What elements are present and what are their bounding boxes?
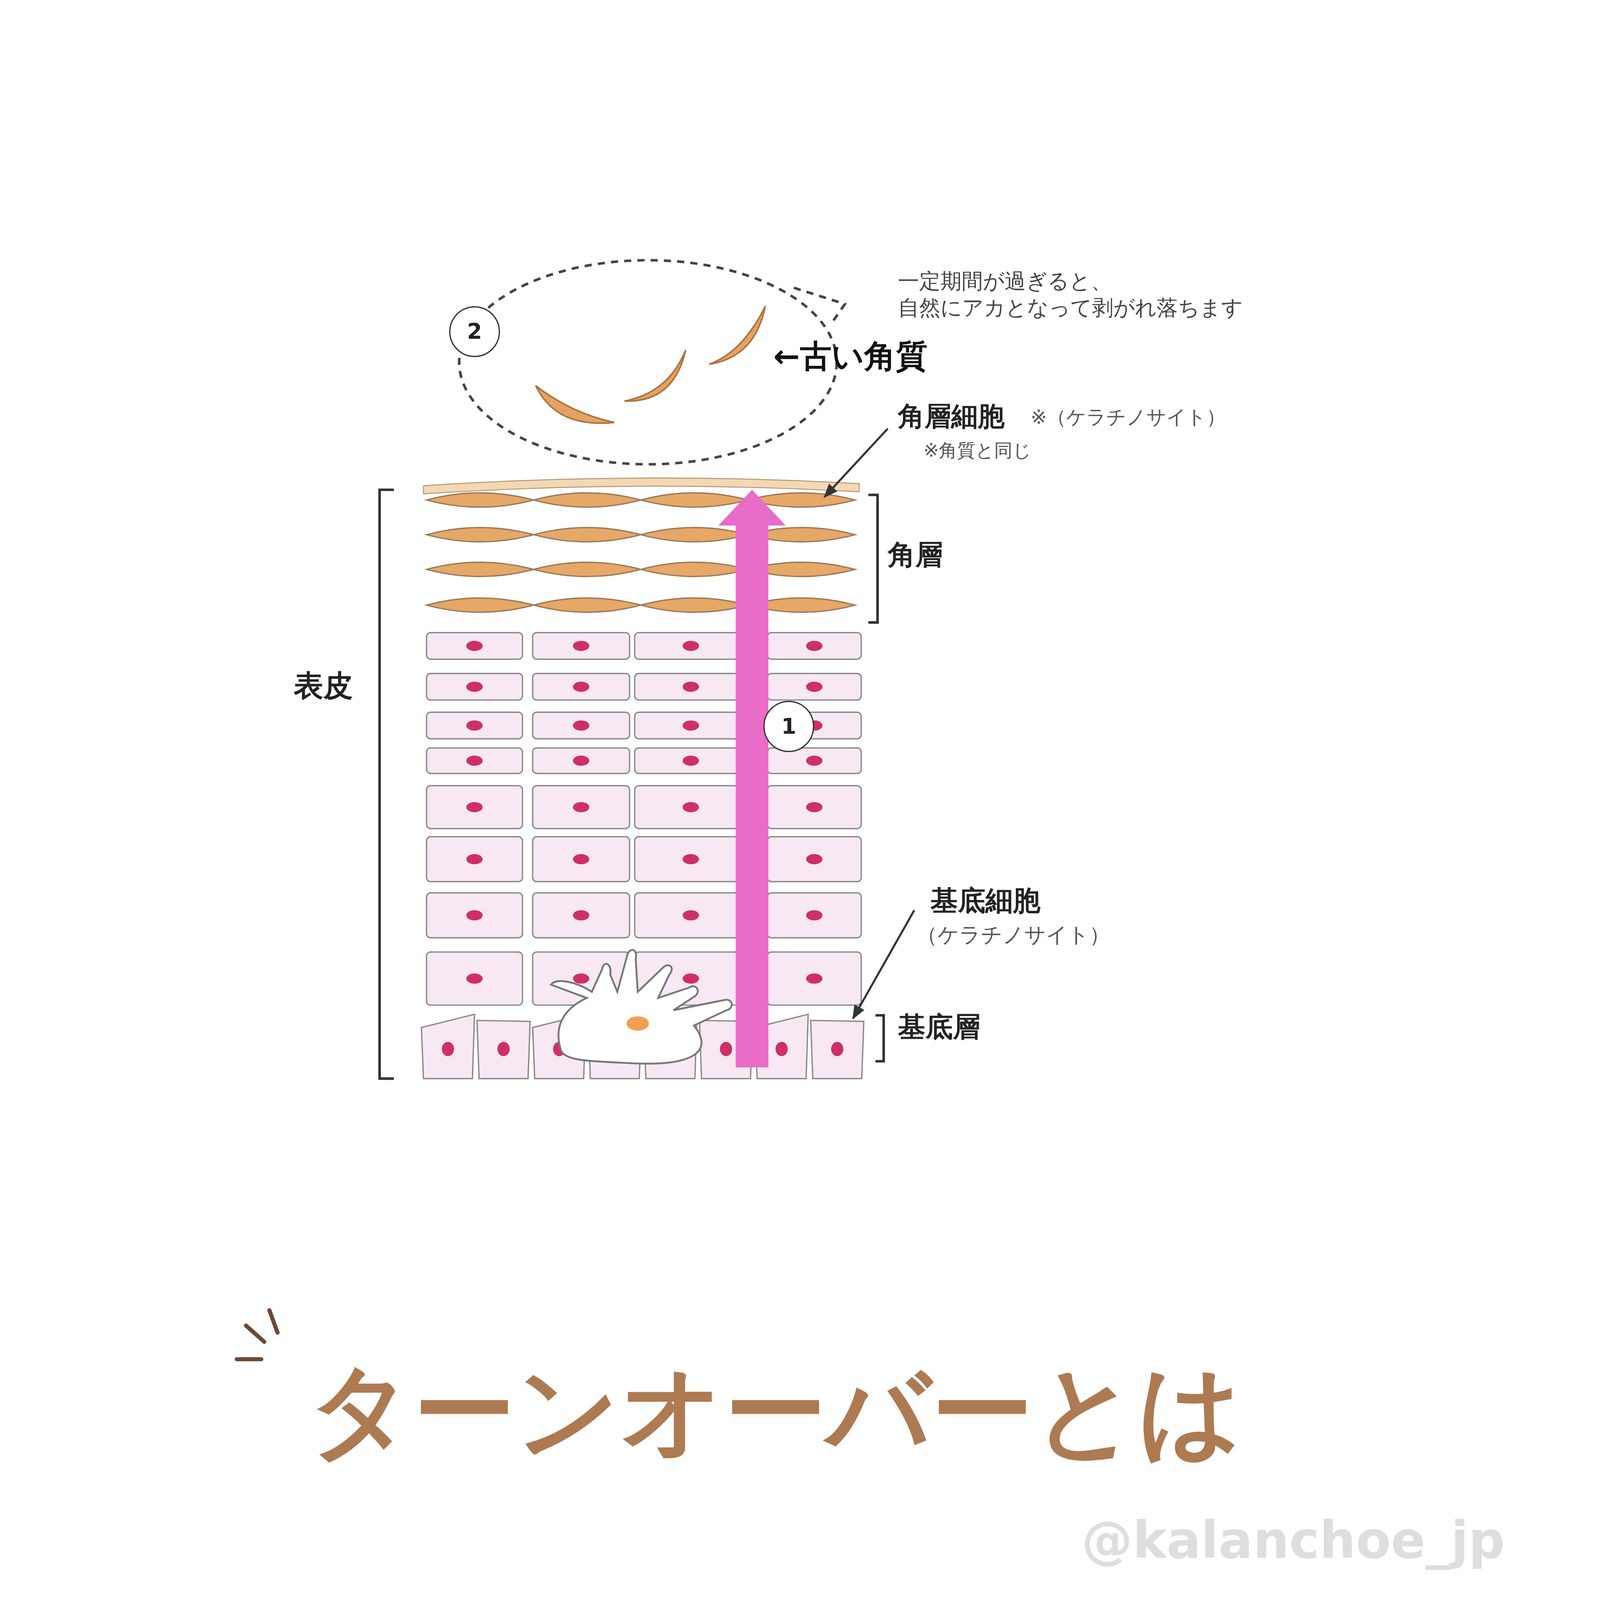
- part-name: 角層細胞: [897, 400, 1005, 434]
- callout-number: 2: [467, 320, 483, 343]
- part-note: ※（ケラチノサイト）: [1030, 405, 1226, 430]
- outline-tail: [793, 287, 845, 325]
- callout-circle: 2: [449, 306, 500, 358]
- epidermis-cells: [426, 632, 862, 1005]
- callout-circle: 1: [763, 700, 815, 752]
- part-note: ※角質と同じ: [923, 438, 1032, 462]
- part-name: 基底細胞: [930, 883, 1041, 919]
- callout-number: 1: [781, 715, 797, 738]
- layer-name: 表皮: [293, 667, 353, 705]
- surface-layer: [423, 477, 860, 494]
- melanocyte: [550, 950, 732, 1064]
- part-note: （ケラチノサイト）: [916, 921, 1111, 948]
- callout-label: ←古い角質: [773, 336, 928, 377]
- old-scales: [535, 306, 766, 424]
- note-text: 一定期間が過ぎると、 自然にアカとなって剥がれ落ちます: [897, 267, 1266, 322]
- turnover-arrow: [718, 490, 786, 1068]
- corneum-cells: [426, 492, 856, 613]
- title-accent: [236, 1310, 278, 1360]
- layer-name: 角層: [887, 537, 943, 573]
- layer-name: 基底層: [897, 1010, 981, 1045]
- title: ターンオーバーとは: [308, 1347, 1243, 1475]
- brackets: [379, 490, 884, 1079]
- leader-lines: [824, 428, 915, 1019]
- watermark: @kalanchoe_jp: [1081, 1508, 1505, 1573]
